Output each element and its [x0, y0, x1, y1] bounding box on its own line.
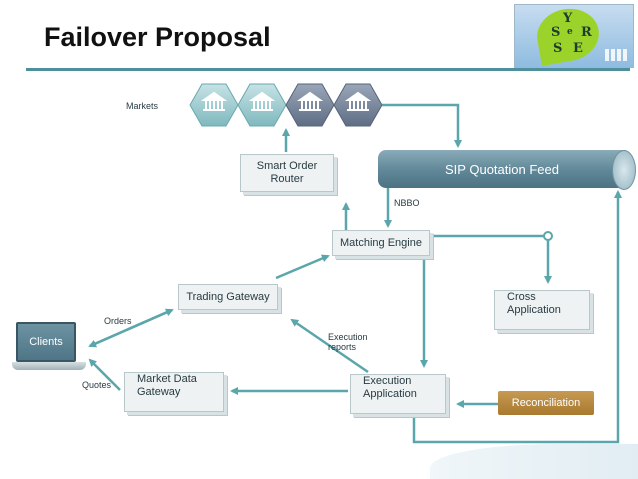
title-divider — [26, 68, 630, 71]
arrow-quotes-to-clients — [88, 358, 121, 391]
cross-application-line2: Application — [507, 304, 561, 316]
execution-reports-line2: reports — [328, 342, 357, 352]
cross-application-box: Cross Application — [494, 290, 590, 330]
smart-order-router-line1: Smart Order — [256, 160, 318, 172]
arrow-gateway-to-engine — [275, 254, 330, 280]
clients-laptop-icon: Clients — [12, 322, 88, 374]
execution-application-box: Execution Application — [350, 374, 446, 414]
laptop-base — [12, 362, 86, 370]
slide-title: Failover Proposal — [44, 22, 271, 52]
arrow-engine-to-cross — [432, 234, 552, 284]
market-data-gateway-line1: Market Data — [137, 373, 197, 385]
logo-letter: e — [567, 27, 573, 37]
sip-cylinder-cap — [612, 150, 636, 190]
smart-order-router-box: Smart Order Router — [240, 154, 334, 192]
junction-dot — [543, 231, 553, 241]
reconciliation-box: Reconciliation — [498, 391, 594, 415]
logo-letter: E — [573, 41, 583, 56]
logo: Y S R S E e — [514, 4, 634, 68]
orders-label: Orders — [104, 316, 132, 326]
logo-grid-decoration — [605, 49, 627, 61]
arrow-markets-to-sip — [382, 103, 462, 148]
clients-label: Clients — [16, 322, 76, 362]
arrow-execution-to-gateway — [290, 318, 369, 374]
bank-icon — [333, 83, 383, 127]
logo-letter: R — [581, 25, 592, 40]
cross-application-line1: Cross — [507, 291, 536, 303]
logo-letter: S — [553, 41, 563, 56]
execution-reports-label: Execution reports — [328, 332, 368, 352]
quotes-label: Quotes — [82, 380, 112, 390]
arrow-execution-to-sip — [412, 190, 622, 444]
sip-quotation-feed: SIP Quotation Feed — [378, 150, 626, 188]
logo-letter: Y — [563, 11, 573, 26]
trading-gateway-box: Trading Gateway — [178, 284, 278, 310]
smart-order-router-line2: Router — [270, 173, 304, 185]
matching-engine-box: Matching Engine — [332, 230, 430, 256]
markets-label: Markets — [126, 101, 159, 111]
arrow-orders-to-gateway — [89, 308, 174, 348]
execution-reports-line1: Execution — [328, 332, 368, 342]
market-data-gateway-box: Market Data Gateway — [124, 372, 224, 412]
logo-letter: S — [551, 25, 561, 40]
bank-icon — [237, 83, 287, 127]
execution-application-line2: Application — [363, 388, 417, 400]
bank-icon — [189, 83, 239, 127]
nbbo-label: NBBO — [394, 198, 420, 208]
market-data-gateway-line2: Gateway — [137, 386, 181, 398]
bank-icon — [285, 83, 335, 127]
execution-application-line1: Execution — [363, 375, 412, 387]
